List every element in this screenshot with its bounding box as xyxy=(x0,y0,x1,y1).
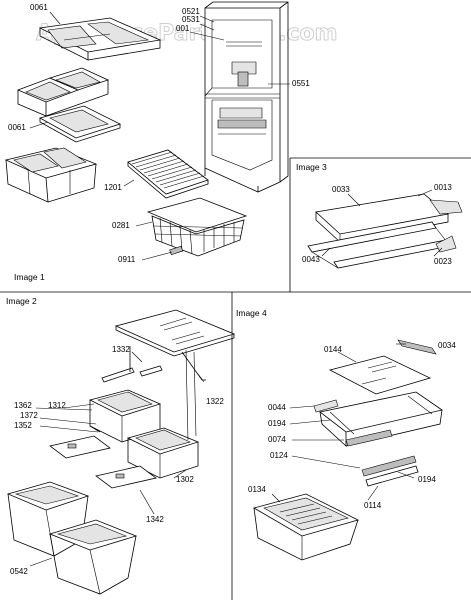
caption-image-1: Image 1 xyxy=(14,272,45,282)
part-label-0033: 0033 xyxy=(332,185,350,194)
part-label-0531: 0531 xyxy=(182,15,200,24)
part-label-0013: 0013 xyxy=(434,183,452,192)
part-label-1342: 1342 xyxy=(146,515,164,524)
image-2-drawing xyxy=(6,309,236,595)
part-label-0911: 0911 xyxy=(118,255,136,264)
part-label-0023: 0023 xyxy=(434,257,452,266)
part-label-0281: 0281 xyxy=(112,221,130,230)
part-label-0542: 0542 xyxy=(10,567,28,576)
part-labels: 0061 0521 0531 001 0551 0061 1201 0281 0… xyxy=(8,3,456,576)
part-label-1332: 1332 xyxy=(112,345,130,354)
meat-drawer xyxy=(252,493,360,561)
part-label-0043: 0043 xyxy=(302,255,320,264)
image-3-drawing xyxy=(307,193,463,269)
shelf-frame-upper xyxy=(88,389,162,443)
part-label-0134: 0134 xyxy=(248,485,266,494)
part-label-0061-mid: 0061 xyxy=(8,123,26,132)
part-label-0144: 0144 xyxy=(324,345,342,354)
part-label-1302: 1302 xyxy=(176,475,194,484)
top-shelf-assembly xyxy=(38,17,162,61)
part-label-0061-top: 0061 xyxy=(30,3,48,12)
image-4-drawing xyxy=(252,339,443,561)
upper-crisper-pair xyxy=(16,67,110,117)
part-label-0044: 0044 xyxy=(268,403,286,412)
part-label-0194-upper: 0194 xyxy=(268,419,286,428)
part-label-0124: 0124 xyxy=(270,451,288,460)
crisper-drawer-left xyxy=(6,481,90,557)
wire-shelf xyxy=(127,149,209,199)
part-label-0034: 0034 xyxy=(438,341,456,350)
crisper-drawer-right xyxy=(48,519,138,595)
shelf-frame-lower xyxy=(126,427,200,479)
part-label-1372: 1372 xyxy=(20,411,38,420)
glass-shelf xyxy=(114,309,236,357)
part-label-1362: 1362 xyxy=(14,401,32,410)
part-label-0521: 0521 xyxy=(182,7,200,16)
part-label-1312: 1312 xyxy=(48,401,66,410)
wire-basket xyxy=(146,197,248,257)
refrigerator-cabinet xyxy=(204,1,289,193)
caption-image-2: Image 2 xyxy=(6,296,37,306)
part-label-1352: 1352 xyxy=(14,421,32,430)
leader-lines xyxy=(29,11,443,567)
caption-image-3: Image 3 xyxy=(296,162,327,172)
lower-crisper-pair xyxy=(4,147,98,203)
part-label-0551: 0551 xyxy=(292,79,310,88)
part-label-1201: 1201 xyxy=(104,183,122,192)
part-label-0074: 0074 xyxy=(268,435,286,444)
panel-borders xyxy=(0,157,471,600)
part-label-001: 001 xyxy=(176,24,190,33)
image-1-drawing xyxy=(4,1,289,257)
part-label-0194-lower: 0194 xyxy=(418,475,436,484)
part-label-0114: 0114 xyxy=(364,501,382,510)
crisper-cover-shelf xyxy=(38,105,122,143)
caption-image-4: Image 4 xyxy=(236,308,267,318)
part-label-1322: 1322 xyxy=(206,397,224,406)
